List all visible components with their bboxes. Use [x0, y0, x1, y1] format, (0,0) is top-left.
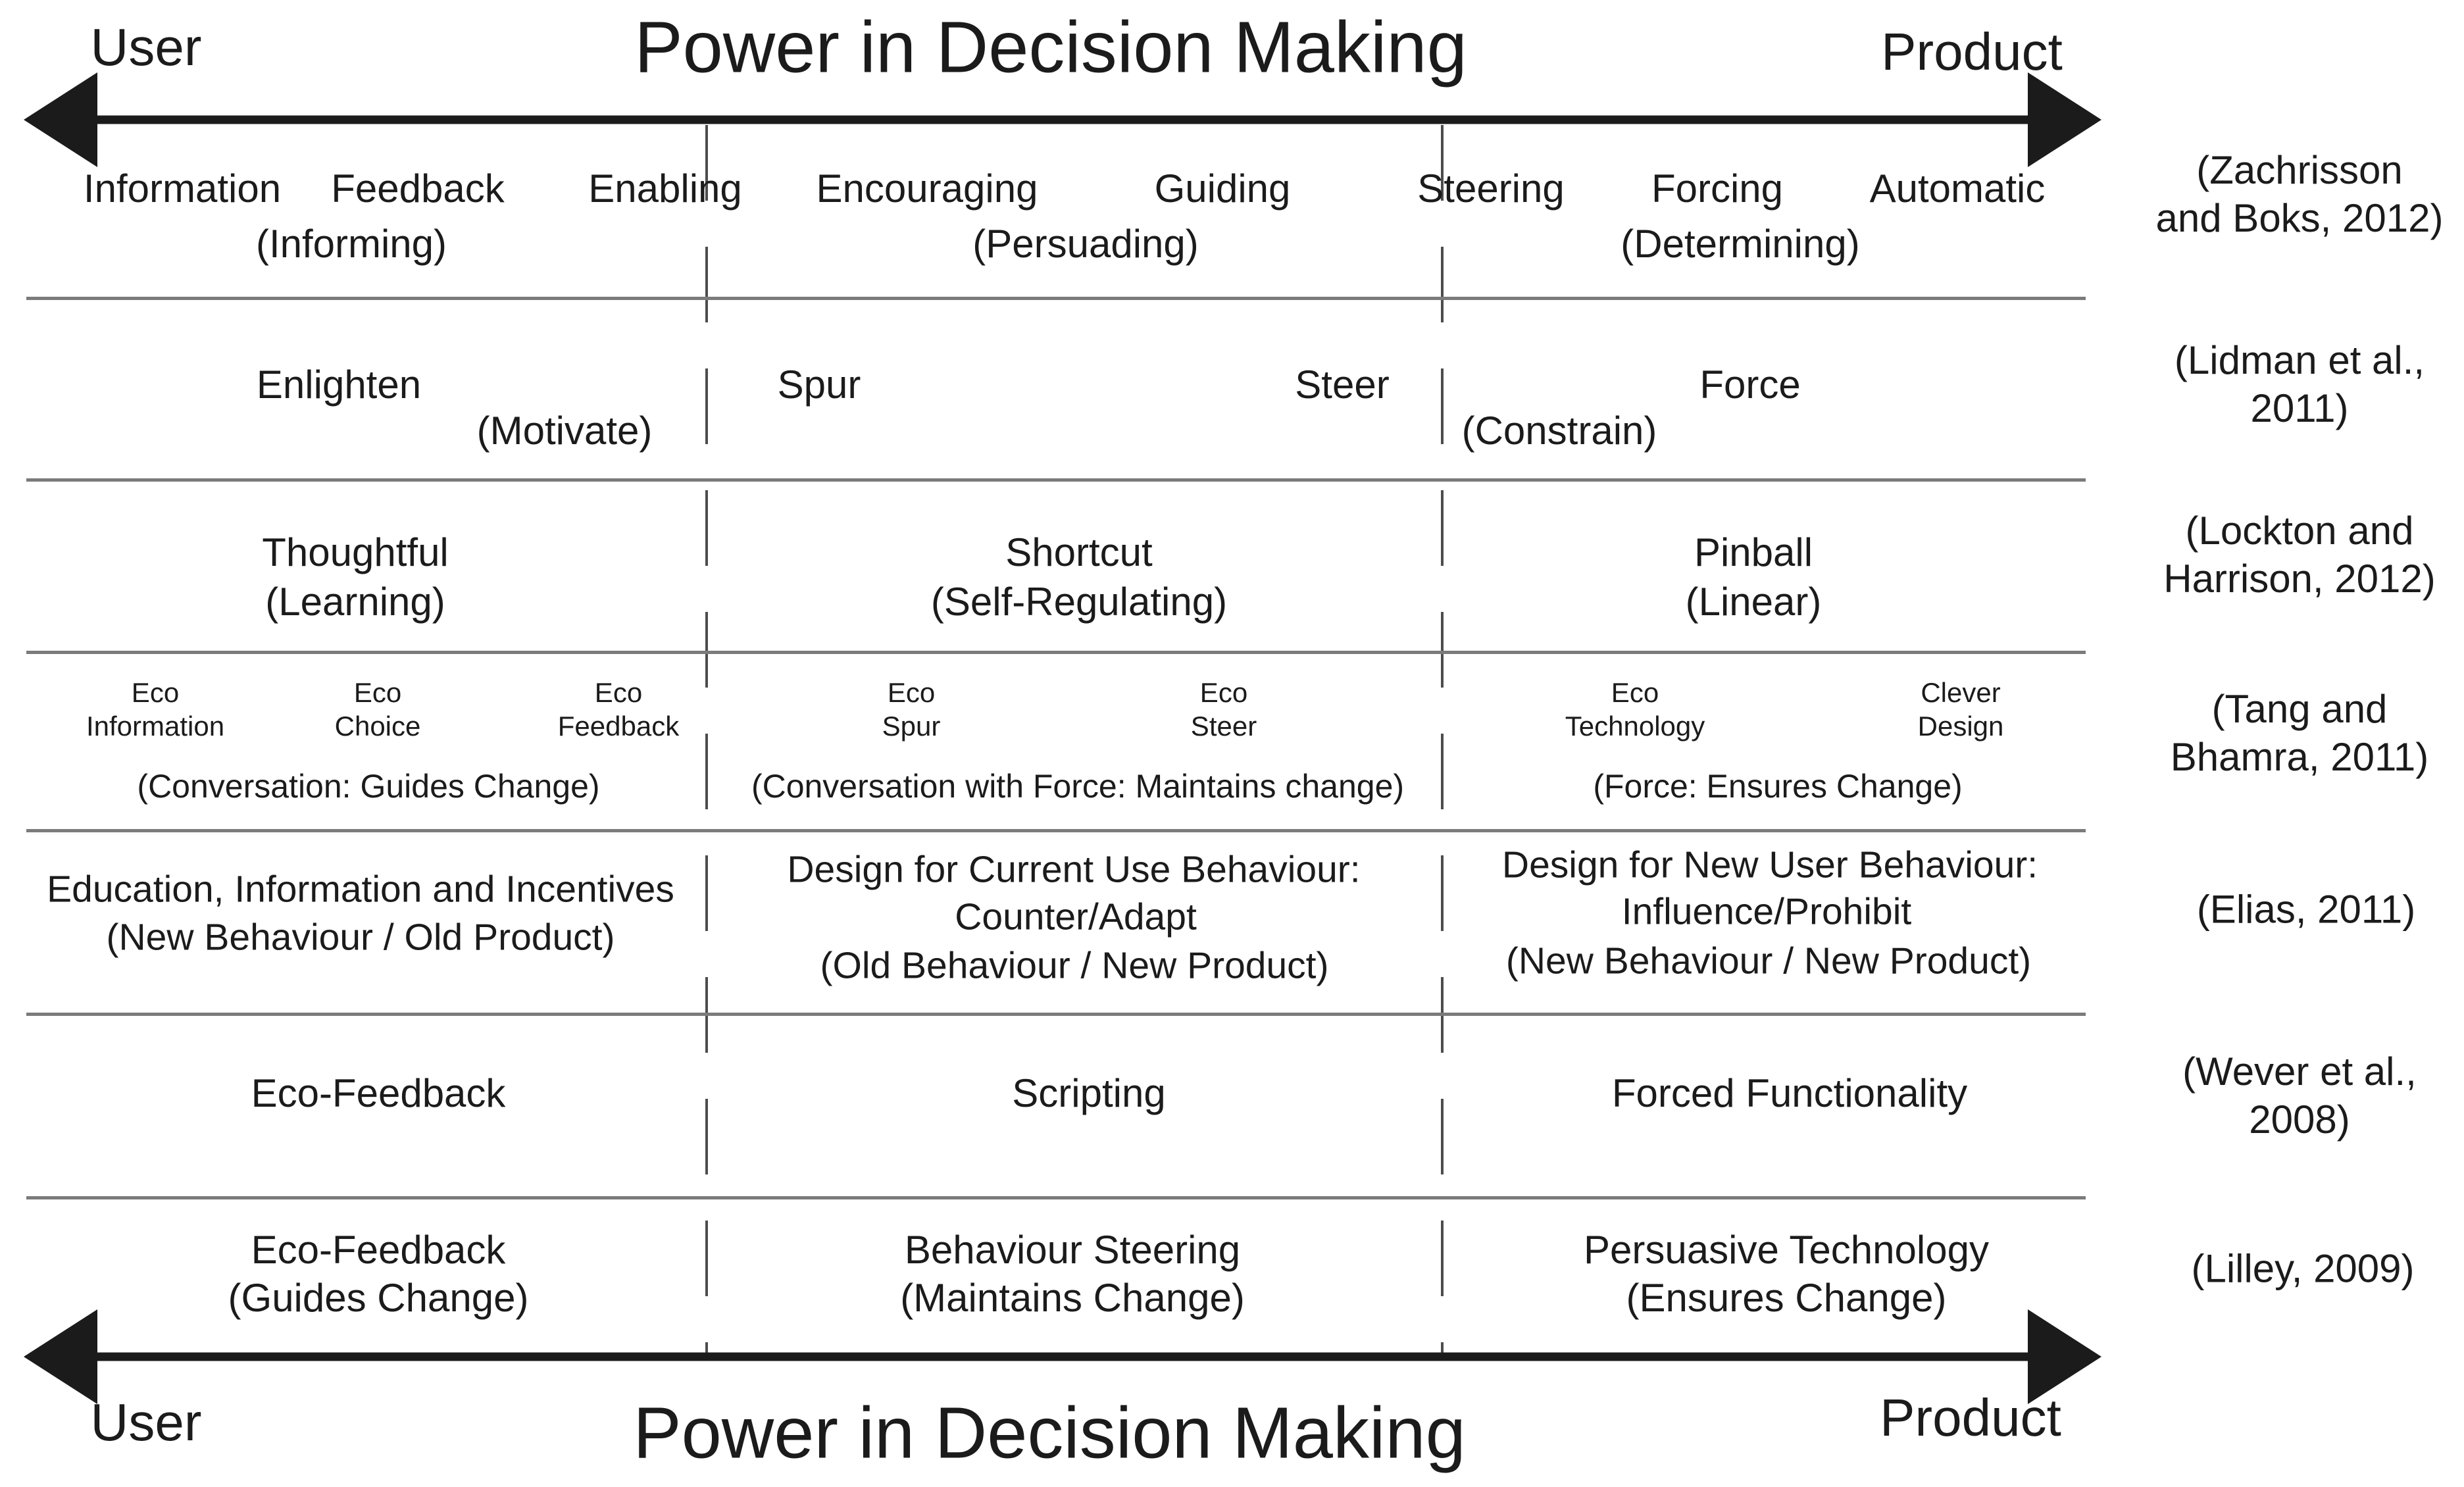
zachrisson-label-steering: Steering: [1417, 166, 1565, 211]
elias-label-education-information-incentives: Education, Information and Incentives: [47, 868, 674, 911]
zachrisson-label-information: Information: [83, 166, 282, 211]
elias-label-influence-prohibit: Influence/Prohibit: [1621, 890, 1912, 933]
lidman-label-force: Force: [1699, 363, 1801, 407]
axis-bottom-product-label: Product: [1880, 1388, 2061, 1447]
lidman-label-motivate: (Motivate): [476, 409, 653, 453]
lidman-label-steer: Steer: [1295, 363, 1390, 407]
lidman-label-spur: Spur: [777, 363, 861, 407]
zachrisson-label-automatic: Automatic: [1869, 166, 2046, 211]
citation-lidman: (Lidman et al., 2011): [2174, 338, 2425, 430]
column-divider-right: [1441, 125, 1444, 1357]
lidman-label-constrain: (Constrain): [1461, 409, 1657, 453]
citation-wever: (Wever et al., 2008): [2182, 1049, 2417, 1142]
column-divider-left: [705, 125, 708, 1357]
tang-label-conversation-guides-change: (Conversation: Guides Change): [137, 768, 600, 805]
axis-top-product-label: Product: [1881, 22, 2063, 81]
lockton-label-linear: (Linear): [1685, 580, 1822, 624]
lilley-label-eco-feedback: Eco-Feedback: [251, 1228, 506, 1272]
elias-label-counter-adapt: Counter/Adapt: [955, 895, 1197, 938]
lilley-label-guides-change: (Guides Change): [228, 1276, 529, 1320]
row-divider-6: [26, 1196, 2086, 1199]
bottom-axis-arrow: [24, 1309, 2101, 1404]
tang-label-eco-steer: Eco Steer: [1190, 676, 1257, 742]
row-divider-4: [26, 829, 2086, 832]
row-divider-2: [26, 478, 2086, 482]
arrow-right-head-icon: [2028, 1309, 2101, 1404]
lilley-label-persuasive-technology: Persuasive Technology: [1584, 1228, 1989, 1272]
lockton-label-pinball: Pinball: [1694, 530, 1813, 574]
zachrisson-label-enabling: Enabling: [588, 166, 742, 211]
tang-label-eco-choice: Eco Choice: [334, 676, 421, 742]
tang-label-force-ensures-change: (Force: Ensures Change): [1593, 768, 1963, 805]
zachrisson-label-determining: (Determining): [1621, 222, 1860, 266]
citation-zachrisson-boks: (Zachrisson and Boks, 2012): [2155, 147, 2444, 240]
citation-tang-bhamra: (Tang and Bhamra, 2011): [2170, 686, 2429, 779]
row-divider-1: [26, 297, 2086, 300]
lockton-label-shortcut: Shortcut: [1005, 530, 1153, 574]
tang-label-eco-feedback: Eco Feedback: [557, 676, 680, 742]
axis-top-title: Power in Decision Making: [634, 7, 1467, 88]
citation-elias: (Elias, 2011): [2196, 887, 2416, 932]
row-divider-3: [26, 651, 2086, 654]
wever-label-scripting: Scripting: [1012, 1071, 1166, 1115]
arrow-shaft: [83, 1352, 2042, 1361]
tang-label-clever-design: Clever Design: [1917, 676, 2004, 742]
arrow-shaft: [83, 115, 2042, 124]
elias-label-old-behaviour-new-product: (Old Behaviour / New Product): [820, 944, 1329, 987]
zachrisson-label-guiding: Guiding: [1154, 166, 1291, 211]
tang-label-eco-technology: Eco Technology: [1565, 676, 1705, 742]
zachrisson-label-forcing: Forcing: [1651, 166, 1784, 211]
citation-lockton-harrison: (Lockton and Harrison, 2012): [2163, 508, 2436, 601]
wever-label-forced-functionality: Forced Functionality: [1611, 1071, 1968, 1115]
axis-bottom-user-label: User: [90, 1393, 202, 1451]
lockton-label-thoughtful: Thoughtful: [262, 530, 449, 574]
elias-label-design-current-use: Design for Current Use Behaviour:: [787, 848, 1361, 891]
citation-lilley: (Lilley, 2009): [2191, 1246, 2415, 1291]
elias-label-new-behaviour-new-product: (New Behaviour / New Product): [1505, 940, 2032, 982]
axis-bottom-title: Power in Decision Making: [633, 1392, 1466, 1474]
row-divider-5: [26, 1013, 2086, 1016]
wever-label-eco-feedback: Eco-Feedback: [251, 1071, 506, 1115]
zachrisson-label-encouraging: Encouraging: [816, 166, 1038, 211]
zachrisson-label-informing: (Informing): [255, 222, 447, 266]
zachrisson-label-persuading: (Persuading): [972, 222, 1199, 266]
lockton-label-learning: (Learning): [265, 580, 445, 624]
tang-label-eco-spur: Eco Spur: [882, 676, 941, 742]
lilley-label-maintains-change: (Maintains Change): [900, 1276, 1245, 1320]
lockton-label-self-regulating: (Self-Regulating): [930, 580, 1228, 624]
top-axis-arrow: [24, 72, 2101, 167]
lidman-label-enlighten: Enlighten: [256, 363, 422, 407]
tang-label-conversation-force-maintains: (Conversation with Force: Maintains chan…: [751, 768, 1405, 805]
tang-label-eco-information: Eco Information: [86, 676, 225, 742]
elias-label-new-behaviour-old-product: (New Behaviour / Old Product): [106, 916, 615, 959]
lilley-label-ensures-change: (Ensures Change): [1626, 1276, 1947, 1320]
arrow-right-head-icon: [2028, 72, 2101, 167]
lilley-label-behaviour-steering: Behaviour Steering: [904, 1228, 1241, 1272]
axis-top-user-label: User: [90, 18, 202, 76]
zachrisson-label-feedback: Feedback: [331, 166, 505, 211]
elias-label-design-new-user: Design for New User Behaviour:: [1501, 844, 2038, 886]
